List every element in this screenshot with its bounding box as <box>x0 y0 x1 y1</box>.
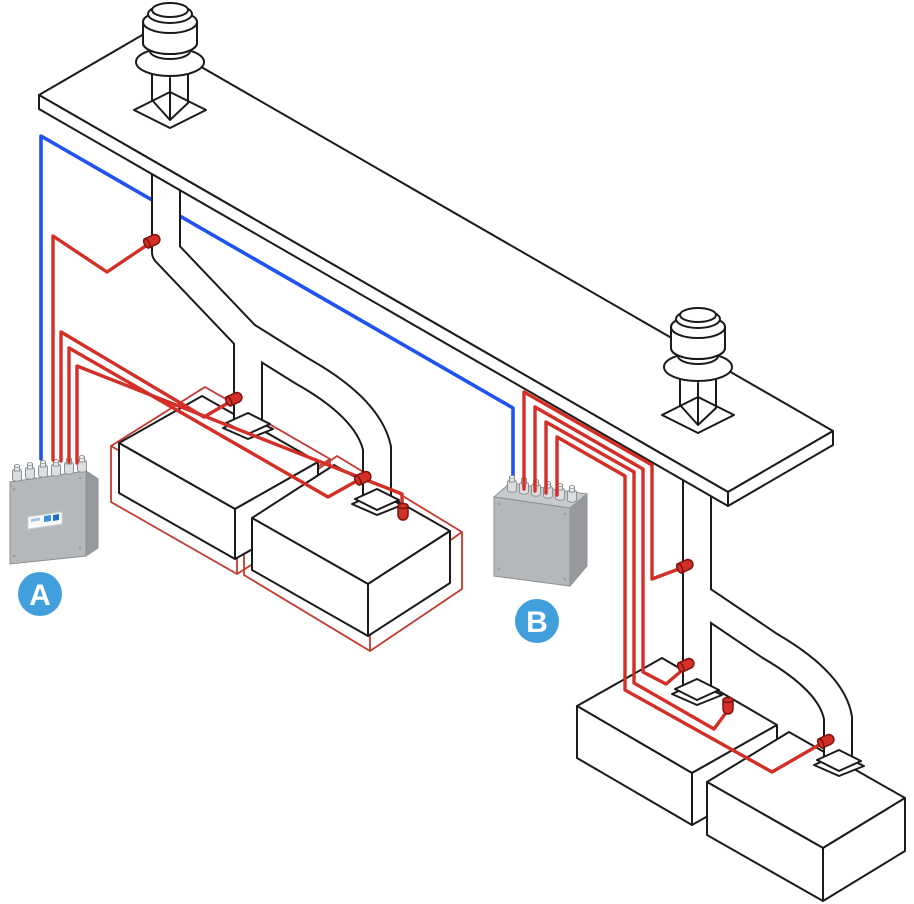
sensor-wire-a1 <box>51 234 152 462</box>
zone-label-b-text: B <box>526 606 548 639</box>
exhaust-duct-left <box>151 140 403 516</box>
sensor-wires-b <box>522 390 826 774</box>
temp-sensor-left-4 <box>397 502 409 521</box>
sensor-wire-a2 <box>59 330 235 463</box>
sensor-wire-a3 <box>67 346 364 499</box>
roof-deck <box>38 33 834 507</box>
temp-sensor-right-3 <box>722 696 734 715</box>
zone-label-b: B <box>515 599 559 643</box>
sensor-wire-a4 <box>75 364 404 511</box>
zone-label-a: A <box>18 572 62 616</box>
battery-box-2 <box>251 464 451 637</box>
unit-a-label-sticker <box>27 511 63 530</box>
exhaust-duct-right <box>671 450 865 777</box>
sensor-wire-b3 <box>544 420 730 731</box>
comm-wire-blue <box>39 134 515 489</box>
sensor-wire-b1 <box>522 390 686 581</box>
sensor-wire-b4 <box>555 435 826 774</box>
sensor-wires-a <box>51 234 404 511</box>
battery-box-4 <box>706 731 906 902</box>
zone-label-a-text: A <box>29 579 51 612</box>
control-unit-b <box>492 475 589 588</box>
sensor-wire-b2 <box>533 405 688 686</box>
control-unit-a <box>8 455 100 565</box>
